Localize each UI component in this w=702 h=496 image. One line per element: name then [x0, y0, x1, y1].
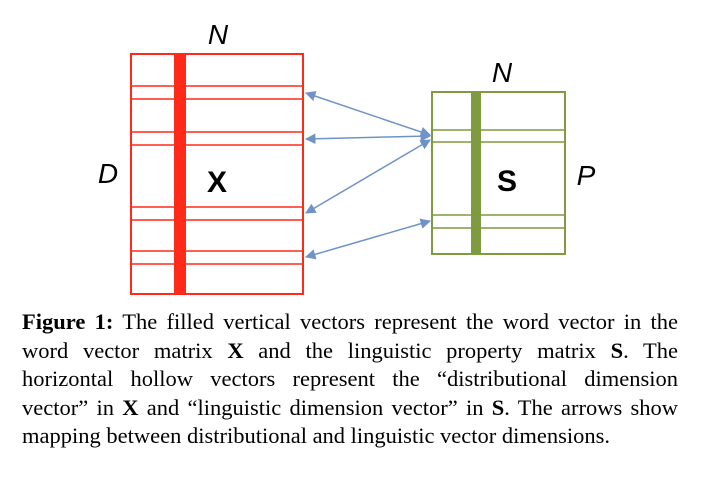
- caption-text: . The horizontal hollow vectors represen…: [22, 337, 678, 420]
- caption-matrix-symbol: X: [122, 394, 139, 420]
- caption-text: The filled vertical vectors represent th…: [22, 309, 679, 363]
- mapping-arrow: [305, 139, 431, 214]
- matrix-x-symbol: X: [207, 166, 227, 199]
- mapping-arrows: [304, 91, 432, 260]
- mapping-arrow: [305, 91, 431, 137]
- matrix-x-dimension-vectors: [131, 85, 303, 265]
- matrix-x-word-vector: [174, 54, 186, 294]
- matrix-s-border: [431, 91, 566, 255]
- caption-matrix-symbol: S: [610, 337, 624, 363]
- figure-diagram: N D X N P S: [98, 19, 596, 295]
- mapping-arrow: [304, 130, 432, 145]
- caption-matrix-symbol: S: [491, 394, 505, 420]
- caption-text: and “linguistic dimension vector” in: [138, 394, 492, 420]
- matrix-s-symbol: S: [497, 165, 517, 198]
- matrix-x: N D X: [98, 19, 304, 295]
- matrix-x-border: [130, 53, 304, 295]
- caption-label: Figure 1:: [22, 309, 114, 334]
- matrix-x-height-label: D: [98, 158, 118, 189]
- matrix-s-width-label: N: [492, 57, 513, 88]
- figure-caption: Figure 1: The filled vertical vectors re…: [22, 308, 678, 451]
- matrix-s: N P S: [431, 57, 596, 255]
- matrix-s-word-vector: [471, 92, 481, 254]
- caption-matrix-symbol: X: [227, 337, 244, 363]
- mapping-arrow: [304, 218, 432, 260]
- matrix-s-dimension-vectors: [432, 129, 565, 229]
- matrix-s-height-label: P: [577, 160, 596, 191]
- caption-text: . The arrows show mapping between distri…: [22, 394, 678, 449]
- caption-text: and the linguistic property matrix: [243, 337, 611, 363]
- matrix-x-width-label: N: [208, 19, 229, 50]
